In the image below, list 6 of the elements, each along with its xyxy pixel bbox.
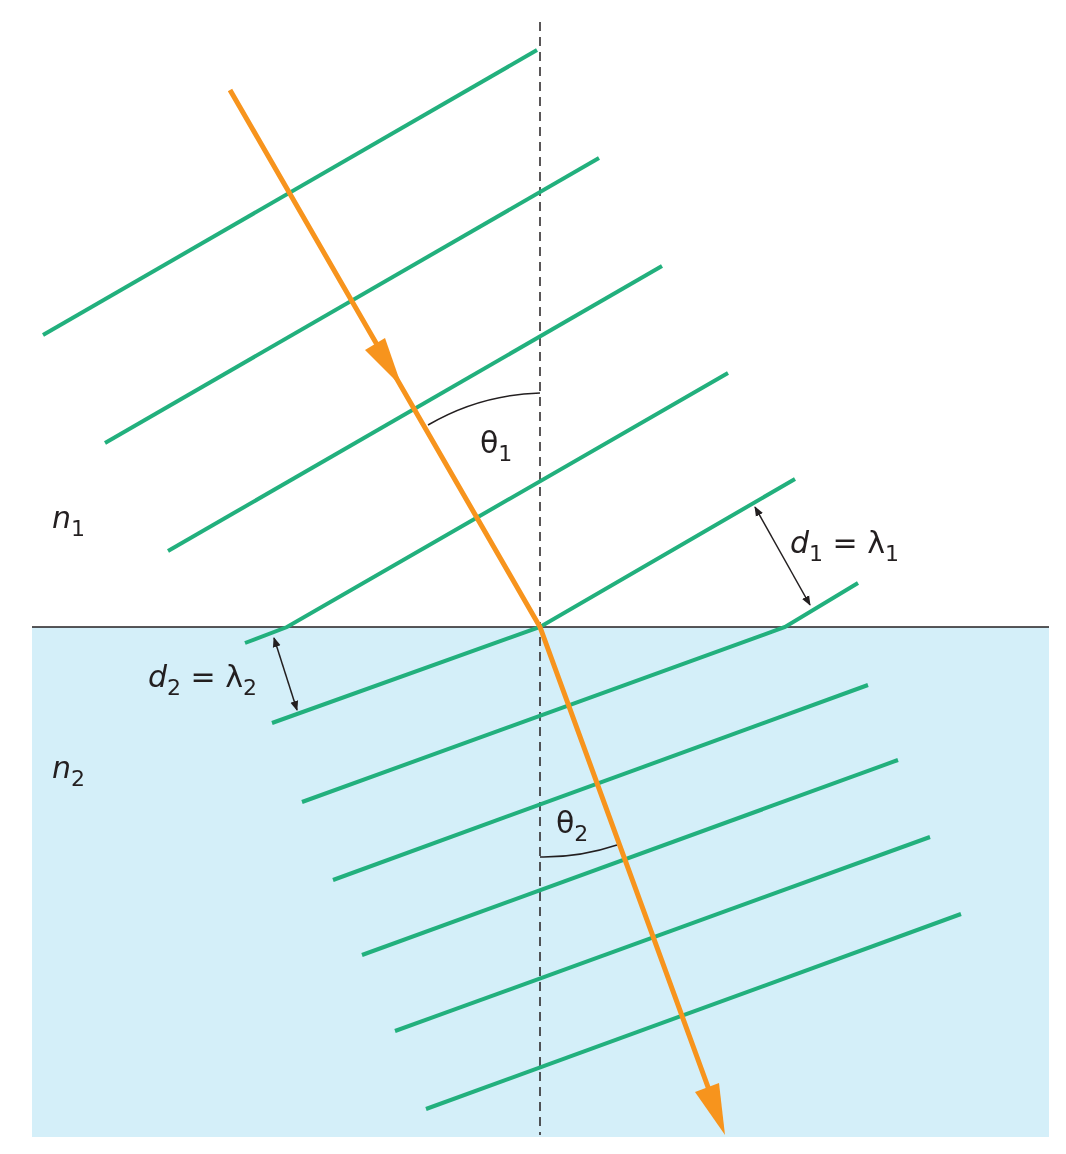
angle-label: θ$_{2}$ bbox=[556, 808, 589, 845]
medium-label: n$_{2}$ bbox=[52, 753, 85, 790]
wavelength-label: d$_{2}$ = λ$_{2}$ bbox=[148, 662, 257, 699]
medium-label: n$_{1}$ bbox=[52, 503, 85, 540]
angle-label: θ$_{1}$ bbox=[480, 428, 513, 465]
wavelength-label: d$_{1}$ = λ$_{1}$ bbox=[790, 528, 899, 565]
